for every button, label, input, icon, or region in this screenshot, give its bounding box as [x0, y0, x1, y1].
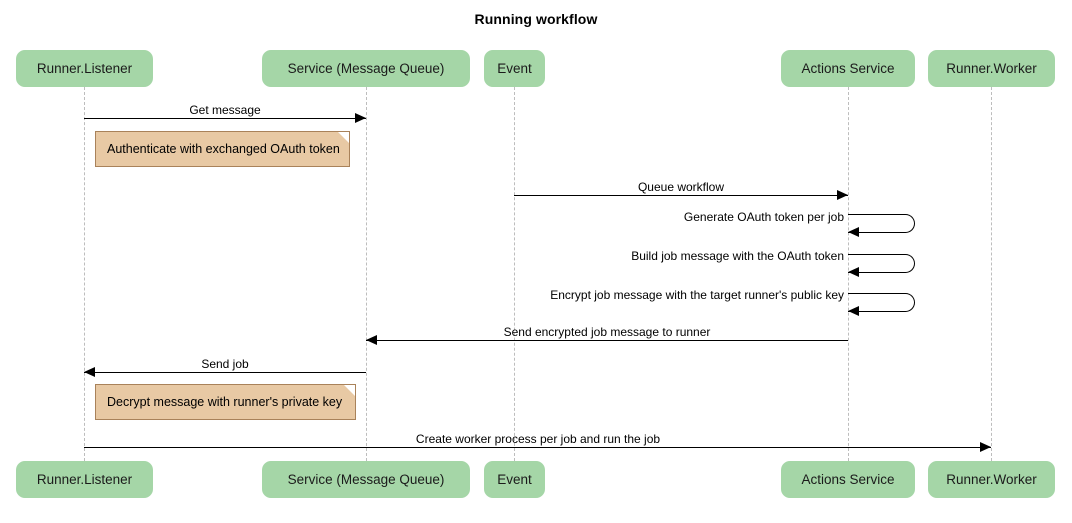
participant-runner-listener-top[interactable]: Runner.Listener: [16, 50, 153, 87]
note-fold-inner-icon: [338, 132, 349, 143]
participant-event-bottom[interactable]: Event: [484, 461, 545, 498]
diagram-title: Running workflow: [474, 11, 598, 27]
self-message-loop-generate-oauth-token: [848, 214, 915, 233]
note-decrypt-label: Decrypt message with runner's private ke…: [107, 395, 343, 409]
arrowhead-send-job: [84, 367, 95, 377]
participant-runner-worker-top[interactable]: Runner.Worker: [928, 50, 1055, 87]
participant-service-message-queue-bottom[interactable]: Service (Message Queue): [262, 461, 470, 498]
self-message-label-build-job-message: Build job message with the OAuth token: [631, 249, 844, 263]
lifeline-event: [514, 87, 515, 461]
self-message-loop-encrypt-job-message: [848, 293, 915, 312]
message-arrow-get-message: [84, 118, 366, 119]
message-label-queue-workflow: Queue workflow: [637, 180, 725, 194]
participant-actions-service-top[interactable]: Actions Service: [781, 50, 915, 87]
arrowhead-generate-oauth-token: [848, 227, 859, 237]
arrowhead-get-message: [355, 113, 366, 123]
note-authenticate: Authenticate with exchanged OAuth token: [95, 131, 350, 167]
arrowhead-encrypt-job-message: [848, 306, 859, 316]
lifeline-service-message-queue: [366, 87, 367, 461]
note-decrypt: Decrypt message with runner's private ke…: [95, 384, 356, 420]
lifeline-runner-worker: [991, 87, 992, 461]
self-message-label-encrypt-job-message: Encrypt job message with the target runn…: [550, 288, 844, 302]
message-label-send-job: Send job: [201, 357, 249, 371]
participant-service-message-queue-top[interactable]: Service (Message Queue): [262, 50, 470, 87]
message-label-get-message: Get message: [189, 103, 261, 117]
participant-runner-worker-bottom[interactable]: Runner.Worker: [928, 461, 1055, 498]
arrowhead-build-job-message: [848, 267, 859, 277]
participant-runner-listener-bottom[interactable]: Runner.Listener: [16, 461, 153, 498]
lifeline-runner-listener: [84, 87, 85, 461]
arrowhead-create-worker-process: [980, 442, 991, 452]
participant-actions-service-bottom[interactable]: Actions Service: [781, 461, 915, 498]
message-label-create-worker-process: Create worker process per job and run th…: [415, 432, 661, 446]
note-authenticate-label: Authenticate with exchanged OAuth token: [107, 142, 340, 156]
message-arrow-create-worker-process: [84, 447, 991, 448]
self-message-loop-build-job-message: [848, 254, 915, 273]
note-fold-inner-icon: [344, 385, 355, 396]
participant-event-top[interactable]: Event: [484, 50, 545, 87]
message-label-send-encrypted-job-message: Send encrypted job message to runner: [503, 325, 711, 339]
arrowhead-send-encrypted-job-message: [366, 335, 377, 345]
self-message-label-generate-oauth-token: Generate OAuth token per job: [683, 210, 844, 224]
message-arrow-send-job: [84, 372, 366, 373]
arrowhead-queue-workflow: [837, 190, 848, 200]
message-arrow-queue-workflow: [514, 195, 848, 196]
message-arrow-send-encrypted-job-message: [366, 340, 848, 341]
